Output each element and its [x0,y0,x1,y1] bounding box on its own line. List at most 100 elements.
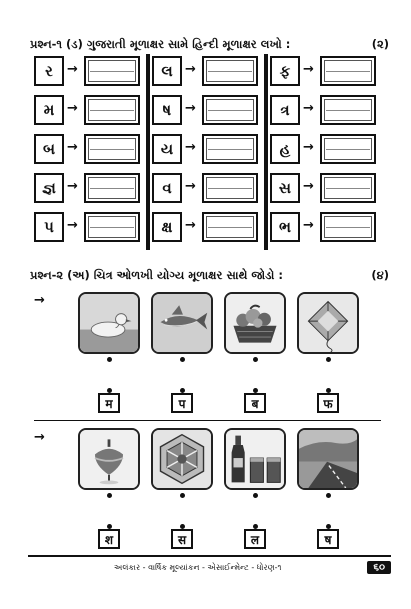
question-2-marks: (૪) [371,268,389,282]
connector-dot[interactable] [326,493,331,498]
arrow-icon: → [67,140,78,155]
fish-icon [151,292,213,354]
hindi-letter-option: प [171,393,193,413]
arrow-icon: → [67,62,78,77]
grid-row: ર→ [34,56,144,88]
grid-row: મ→ [34,95,144,127]
duck-icon [78,292,140,354]
connector-dot[interactable] [107,524,112,529]
arrow-icon: → [185,140,196,155]
gujarati-letter: હ [270,134,300,164]
answer-box[interactable] [320,56,376,86]
grid-row: બ→ [34,134,144,166]
kite-icon [297,292,359,354]
arrow-icon: → [67,179,78,194]
gujarati-letter: જ્ઞ [34,173,64,203]
grid-row: ત્ર→ [270,95,380,127]
arrow-icon: → [303,218,314,233]
connector-dot[interactable] [180,524,185,529]
grid-row: પ→ [34,212,144,244]
grid-column-3: ફ→ ત્ર→ હ→ સ→ ભ→ [270,56,380,251]
answer-box[interactable] [202,173,258,203]
connector-dot[interactable] [253,493,258,498]
connector-dot[interactable] [107,357,112,362]
connector-dot[interactable] [253,524,258,529]
gujarati-letter: ય [152,134,182,164]
grid-row: વ→ [152,173,262,205]
question-1-marks: (૨) [371,37,389,51]
page-footer: અલંકાર - વાર્ષિક મૂલ્યાંકન - એસાઈન્મેન્ટ… [28,555,391,574]
hindi-letter-option: फ [317,393,339,413]
grid-row: ય→ [152,134,262,166]
grid-row: ષ→ [152,95,262,127]
answer-box[interactable] [84,134,140,164]
connector-dot[interactable] [107,388,112,393]
row-2-arrow-icon: → [34,430,45,445]
arrow-icon: → [67,218,78,233]
arrow-icon: → [185,101,196,116]
hindi-letter-option: ब [244,393,266,413]
connector-dot[interactable] [253,357,258,362]
arrow-icon: → [185,218,196,233]
answer-box[interactable] [202,212,258,242]
arrow-icon: → [303,140,314,155]
hindi-letter-option: म [98,393,120,413]
footer-text: અલંકાર - વાર્ષિક મૂલ્યાંકન - એસાઈન્મેન્ટ… [113,562,282,572]
grid-row: લ→ [152,56,262,88]
grid-column-2: લ→ ષ→ ય→ વ→ ક્ષ→ [152,56,262,251]
gujarati-letter: ફ [270,56,300,86]
answer-box[interactable] [320,173,376,203]
question-1-title: પ્રશ્ન-૧ (ડ) ગુજરાતી મૂળાક્ષર સામે હિન્દ… [30,37,291,51]
top-icon [78,428,140,490]
answer-box[interactable] [84,173,140,203]
column-divider [146,54,150,250]
grid-row: હ→ [270,134,380,166]
row-1-arrow-icon: → [34,293,45,308]
page-number: ૬૦ [367,561,391,574]
grid-row: ભ→ [270,212,380,244]
arrow-icon: → [303,62,314,77]
answer-box[interactable] [202,56,258,86]
section-divider [34,420,381,421]
arrow-icon: → [303,179,314,194]
column-divider [264,54,268,250]
gujarati-letter: ક્ષ [152,212,182,242]
answer-box[interactable] [84,95,140,125]
grid-row: સ→ [270,173,380,205]
gujarati-letter: લ [152,56,182,86]
arrow-icon: → [67,101,78,116]
answer-box[interactable] [84,56,140,86]
answer-box[interactable] [84,212,140,242]
answer-box[interactable] [320,134,376,164]
gujarati-letter: બ [34,134,64,164]
connector-dot[interactable] [180,357,185,362]
gujarati-letter: વ [152,173,182,203]
answer-box[interactable] [202,95,258,125]
gujarati-letter: ત્ર [270,95,300,125]
connector-dot[interactable] [180,388,185,393]
gujarati-letter: ર [34,56,64,86]
grid-column-1: ર→ મ→ બ→ જ્ઞ→ પ→ [34,56,144,251]
connector-dot[interactable] [180,493,185,498]
hindi-letter-option: श [98,529,120,549]
arrow-icon: → [185,179,196,194]
answer-box[interactable] [320,95,376,125]
connector-dot[interactable] [326,357,331,362]
question-2-title: પ્રશ્ન-૨ (અ) ચિત્ર ઓળખી યોગ્ય મૂળાક્ષર સ… [30,268,283,282]
grid-row: ક્ષ→ [152,212,262,244]
connector-dot[interactable] [253,388,258,393]
answer-box[interactable] [320,212,376,242]
gujarati-letter: ષ [152,95,182,125]
connector-dot[interactable] [326,388,331,393]
connector-dot[interactable] [107,493,112,498]
grid-row: ફ→ [270,56,380,88]
question-1-header: પ્રશ્ન-૧ (ડ) ગુજરાતી મૂળાક્ષર સામે હિન્દ… [30,37,389,52]
arrow-icon: → [303,101,314,116]
question-2-header: પ્રશ્ન-૨ (અ) ચિત્ર ઓળખી યોગ્ય મૂળાક્ષર સ… [30,268,389,283]
answer-box[interactable] [202,134,258,164]
gujarati-letter: પ [34,212,64,242]
hindi-letter-option: स [171,529,193,549]
gujarati-letter: મ [34,95,64,125]
connector-dot[interactable] [326,524,331,529]
hindi-letter-option: ष [317,529,339,549]
